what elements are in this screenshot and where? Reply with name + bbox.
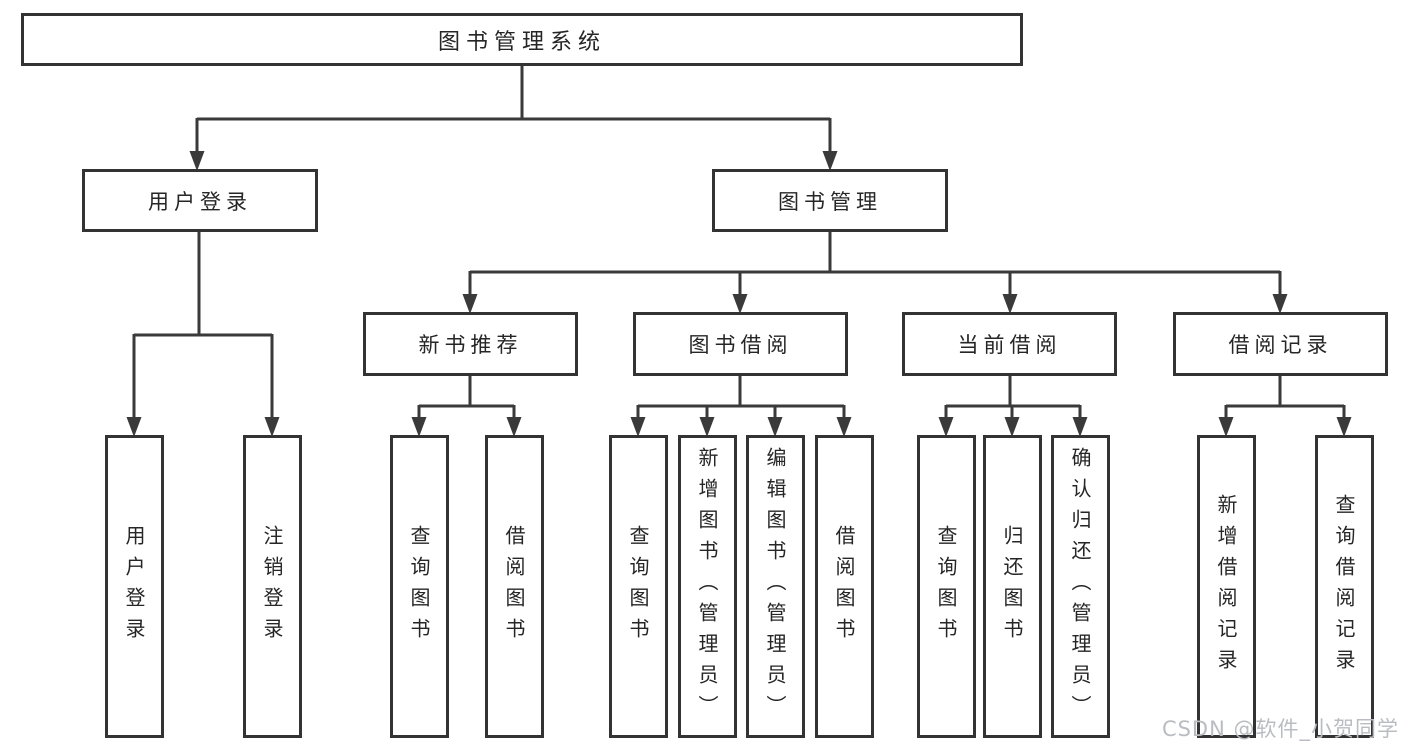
leaf-current-return-books: 归还图书 — [983, 435, 1042, 738]
node-library-management-system: 图书管理系统 — [21, 13, 1023, 66]
leaf-borrow-borrow-books: 借阅图书 — [815, 435, 874, 738]
leaf-borrow-add-books-admin: 新增图书（管理员） — [678, 435, 737, 738]
leaf-borrow-query-books: 查询图书 — [609, 435, 668, 738]
leaf-records-add-record: 新增借阅记录 — [1197, 435, 1256, 738]
leaf-current-confirm-return-admin: 确认归还（管理员） — [1051, 435, 1110, 738]
leaf-records-query-record: 查询借阅记录 — [1315, 435, 1374, 738]
arrowheads — [126, 151, 1352, 437]
node-user-login: 用户登录 — [82, 169, 318, 232]
leaf-logout: 注销登录 — [243, 435, 302, 738]
csdn-watermark: CSDN @软件_小贺同学 — [1161, 717, 1399, 741]
leaf-newbook-query-books: 查询图书 — [390, 435, 449, 738]
leaf-current-query-books: 查询图书 — [917, 435, 976, 738]
node-book-management: 图书管理 — [712, 169, 948, 232]
node-borrowing-records: 借阅记录 — [1173, 312, 1388, 376]
leaf-borrow-edit-books-admin: 编辑图书（管理员） — [746, 435, 805, 738]
leaf-user-login: 用户登录 — [105, 435, 164, 738]
node-current-borrowing: 当前借阅 — [902, 312, 1117, 376]
node-book-borrowing: 图书借阅 — [633, 312, 848, 376]
leaf-newbook-borrow-books: 借阅图书 — [485, 435, 544, 738]
node-new-book-recommendation: 新书推荐 — [363, 312, 578, 376]
